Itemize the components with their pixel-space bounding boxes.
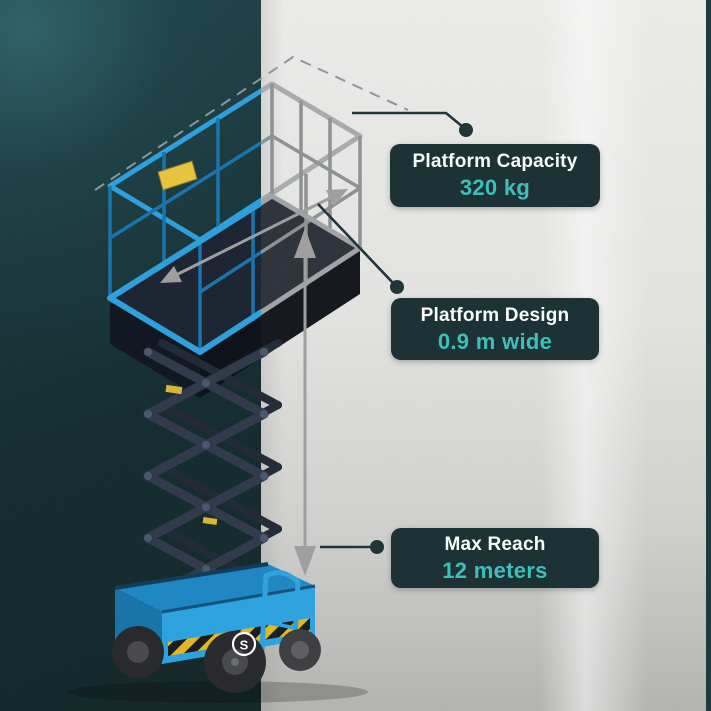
callout-value: 12 meters xyxy=(442,557,548,583)
callout-title: Platform Capacity xyxy=(412,151,578,172)
callout-value: 0.9 m wide xyxy=(437,328,553,354)
callout-value: 320 kg xyxy=(459,175,531,200)
callout-platform-capacity: Platform Capacity 320 kg xyxy=(390,144,600,207)
callout-title: Max Reach xyxy=(444,533,546,555)
dark-panel-texture xyxy=(0,0,261,711)
callout-title: Platform Design xyxy=(420,304,570,326)
callout-max-reach: Max Reach 12 meters xyxy=(391,528,599,588)
callout-platform-design: Platform Design 0.9 m wide xyxy=(391,298,599,360)
